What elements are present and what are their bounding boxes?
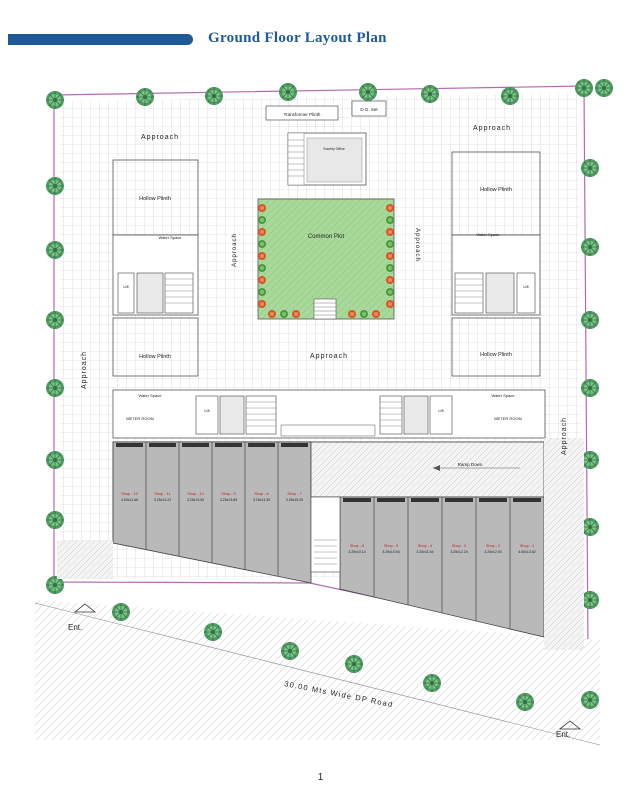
dg-set-label: D.G. Set (360, 107, 378, 112)
shop-shutter (343, 498, 371, 502)
shop-size: 3.25x12.24 (450, 550, 467, 554)
shop-shutter (479, 498, 507, 502)
shop-name: Shop - 1 (520, 544, 534, 548)
entrance-marker-left (73, 603, 97, 613)
shop-name: Shop - 9 (221, 492, 235, 496)
water-space-right: Water Space (477, 232, 501, 237)
shop-unit: Shop - 5 3.25x10.94 (377, 497, 409, 605)
shop-unit: Shop - 9 3.25x13.65 (215, 442, 246, 570)
shop-unit: Shop - 8 3.25x14.30 (248, 442, 279, 577)
shop-shutter (182, 443, 209, 447)
society-office-label: Society Office (323, 147, 345, 151)
shop-shutter (411, 498, 439, 502)
lift-label-right: Lift (523, 284, 529, 289)
meter-room-left: METER ROOM (126, 416, 154, 421)
shop-size: 3.25x10.14 (348, 550, 365, 554)
approach-label-left: Approach (81, 351, 88, 389)
approach-label-inner-left: Approach (232, 233, 238, 267)
approach-label-inner-right: Approach (414, 228, 420, 262)
shop-unit: Shop - 2 3.25x12.94 (479, 497, 511, 629)
title-accent-bar (8, 34, 193, 45)
lift-label-mid-left: Lift (204, 408, 210, 413)
shop-stair (310, 496, 341, 573)
common-plot-steps (313, 298, 337, 320)
shop-shutter (149, 443, 176, 447)
hollow-plinth-left-bottom: Hollow Plinth (139, 354, 171, 360)
entrance-marker-right (558, 720, 582, 730)
shop-size: 4.60x13.62 (518, 550, 535, 554)
shop-name: Shop - 11 (154, 492, 170, 496)
shop-unit: Shop - 7 3.25x15.00 (281, 443, 308, 502)
shop-size: 3.25x15.00 (286, 498, 303, 502)
right-wing-top (451, 151, 541, 236)
entrance-label-left: Ent. (68, 623, 82, 632)
shop-name: Shop - 5 (384, 544, 398, 548)
shop-size: 3.25x14.30 (253, 498, 270, 502)
shop-unit: Shop - 1 4.60x13.62 (513, 498, 541, 554)
shop-size: 3.25x13.50 (187, 498, 204, 502)
meter-room-right: METER ROOM (494, 416, 522, 421)
shop-size: 3.25x13.65 (220, 498, 237, 502)
shop-unit: Shop - 10 3.25x13.50 (182, 442, 213, 563)
approach-label-top-left: Approach (141, 134, 179, 141)
shop-name: Shop - 8 (254, 492, 268, 496)
lift-label-left: Lift (123, 284, 129, 289)
shop-name: Shop - 2 (486, 544, 500, 548)
shop-shutter (377, 498, 405, 502)
ramp-down-label: Ramp Down (458, 462, 483, 467)
shop-name: Shop - 10 (187, 492, 203, 496)
page-title: Ground Floor Layout Plan (208, 30, 387, 46)
ramp (310, 441, 545, 498)
shop-name: Shop - 3 (452, 544, 466, 548)
shop-name: Shop - 4 (418, 544, 432, 548)
shop-unit: Shop - 3 3.25x12.24 (445, 497, 477, 621)
page-number: 1 (317, 772, 324, 783)
water-space-mid-left: Water Space (139, 393, 163, 398)
shop-shutter (215, 443, 242, 447)
shop-unit: Shop - 11 3.25x13.22 (149, 442, 180, 557)
entrance-label-right: Ent. (556, 730, 570, 739)
transformer-plinth (265, 105, 339, 121)
shop-size: 3.25x11.54 (416, 550, 433, 554)
left-wing-top (112, 159, 199, 236)
road (35, 600, 600, 740)
water-space-mid-right: Water Space (492, 393, 516, 398)
approach-label-right: Approach (561, 417, 568, 455)
hollow-plinth-right-top: Hollow Plinth (480, 187, 512, 193)
hollow-plinth-right-bottom: Hollow Plinth (480, 352, 512, 358)
shop-shutter (248, 443, 275, 447)
shop-name: Shop - 6 (350, 544, 364, 548)
shop-shutter (281, 443, 308, 447)
shop-shutter (513, 498, 541, 502)
common-plot-label: Common Plot (308, 234, 345, 240)
approach-label-top-right: Approach (473, 125, 511, 132)
shop-size: 3.25x12.94 (484, 550, 501, 554)
shop-size: 4.60x11.66 (121, 498, 138, 502)
shop-shutter (445, 498, 473, 502)
transformer-plinth-label: Transformer Plinth (284, 112, 321, 117)
lift-label-mid-right: Lift (438, 408, 444, 413)
shop-unit: Shop - 4 3.25x11.54 (411, 497, 443, 613)
water-space-left: Water Space (159, 235, 183, 240)
hollow-plinth-left-top: Hollow Plinth (139, 196, 171, 202)
shop-unit: Shop - 6 3.25x10.14 (343, 497, 375, 597)
approach-label-center: Approach (310, 353, 348, 360)
dg-set (351, 100, 387, 117)
shop-size: 3.25x10.94 (382, 550, 399, 554)
shop-name: Shop - 7 (287, 492, 301, 496)
shop-shutter (116, 443, 143, 447)
shop-name: Shop - 12 (121, 492, 137, 496)
shop-size: 3.25x13.22 (154, 498, 171, 502)
shop-unit: Shop - 12 4.60x11.66 (116, 442, 147, 550)
